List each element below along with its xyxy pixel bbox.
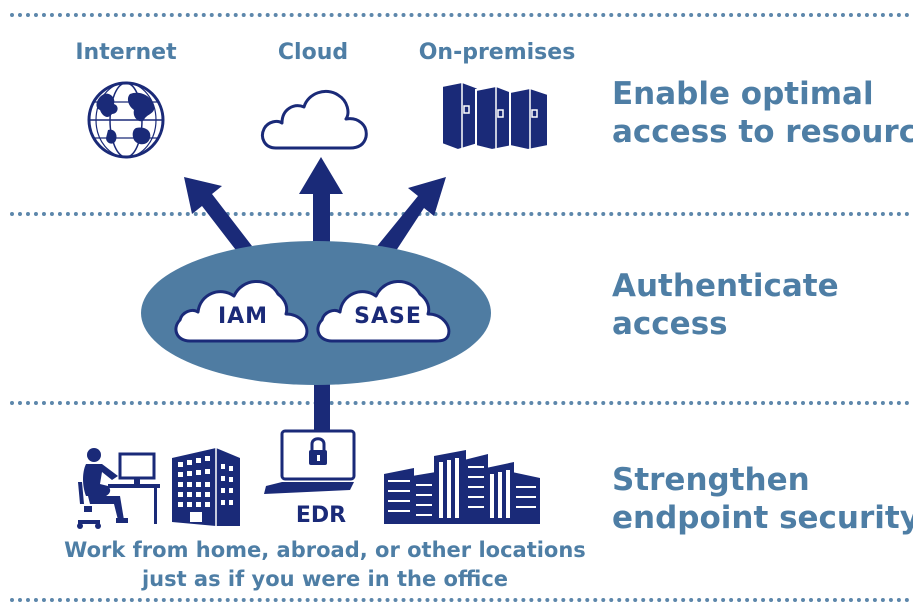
- caption-line-1: Work from home, abroad, or other locatio…: [64, 538, 586, 562]
- arrow-to-cloud: [299, 157, 343, 262]
- layer-label-authenticate-line-1: Authenticate: [612, 268, 839, 304]
- divider-upper-middle: [10, 212, 910, 216]
- on-premises-label: On-premises: [418, 40, 576, 65]
- globe-icon: [87, 81, 165, 159]
- person-at-desk-icon: [77, 448, 160, 529]
- office-building-icon: [172, 448, 240, 526]
- layer-label-endpoint: Strengthen endpoint security: [612, 461, 913, 537]
- layer-label-endpoint-line-2: endpoint security: [612, 500, 913, 536]
- arrow-to-on-premises: [374, 177, 446, 260]
- auth-ellipse: [141, 241, 491, 385]
- layer-label-authenticate-line-2: access: [612, 306, 728, 342]
- layer-label-authenticate: Authenticate access: [612, 267, 839, 343]
- layer-label-resources-line-2: access to resources: [612, 114, 913, 150]
- cloud-label: Cloud: [277, 40, 349, 65]
- laptop-lock-icon: [264, 429, 356, 494]
- caption-line-2: just as if you were in the office: [141, 567, 509, 591]
- server-rack-icon: [441, 80, 549, 152]
- endpoint-caption: Work from home, abroad, or other locatio…: [40, 536, 610, 594]
- connector-to-endpoint: [314, 380, 330, 430]
- divider-top: [10, 13, 910, 17]
- sase-cloud-icon: [316, 280, 451, 343]
- edr-label: EDR: [295, 503, 347, 528]
- iam-label: IAM: [217, 304, 269, 329]
- divider-lower-middle: [10, 401, 910, 405]
- internet-label: Internet: [75, 40, 177, 65]
- city-skyline-icon: [384, 450, 540, 524]
- divider-bottom: [10, 598, 910, 602]
- cloud-icon: [261, 90, 368, 150]
- layer-label-resources: Enable optimal access to resources: [612, 75, 913, 151]
- iam-cloud-icon: [174, 280, 309, 343]
- arrow-to-internet: [184, 177, 252, 258]
- layer-label-resources-line-1: Enable optimal: [612, 76, 874, 112]
- sase-label: SASE: [354, 304, 422, 329]
- layer-label-endpoint-line-1: Strengthen: [612, 462, 810, 498]
